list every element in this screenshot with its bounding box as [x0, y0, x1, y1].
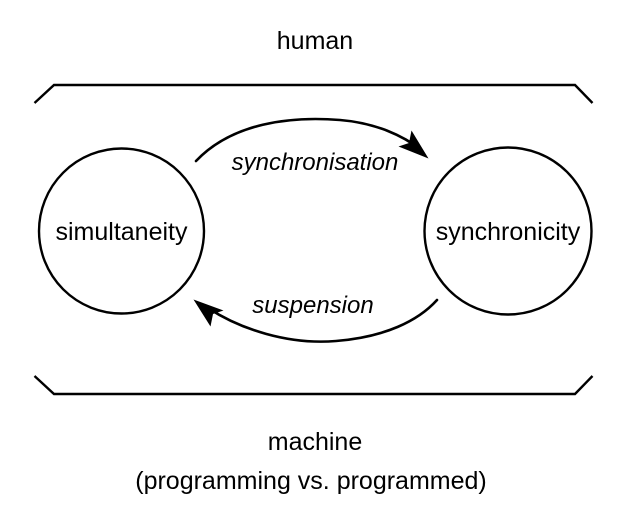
frame-bottom-sublabel: (programming vs. programmed): [135, 467, 487, 495]
node-simultaneity-circle[interactable]: [37, 147, 206, 315]
edge-suspension-arrowhead: [193, 299, 224, 327]
node-synchronicity-circle[interactable]: [423, 146, 593, 316]
edge-suspension[interactable]: suspension: [193, 292, 439, 343]
edge-suspension-arc: [206, 298, 439, 343]
edge-synchronisation-arc: [194, 117, 423, 163]
top-bracket: [33, 83, 594, 104]
top-bracket-path: [33, 83, 594, 104]
edge-synchronisation-label: synchronisation: [232, 149, 399, 176]
frame-top-label: human: [277, 27, 353, 55]
node-simultaneity[interactable]: simultaneity: [37, 147, 206, 315]
node-synchronicity[interactable]: synchronicity: [423, 146, 593, 316]
bottom-bracket-path: [33, 375, 594, 396]
bottom-bracket: [33, 375, 594, 396]
edge-synchronisation[interactable]: synchronisation: [194, 117, 429, 176]
edge-synchronisation-arrowhead: [398, 130, 429, 159]
edge-suspension-label: suspension: [252, 292, 373, 319]
node-simultaneity-label: simultaneity: [56, 218, 188, 246]
node-synchronicity-label: synchronicity: [436, 218, 581, 246]
frame-bottom-label: machine: [268, 428, 363, 456]
